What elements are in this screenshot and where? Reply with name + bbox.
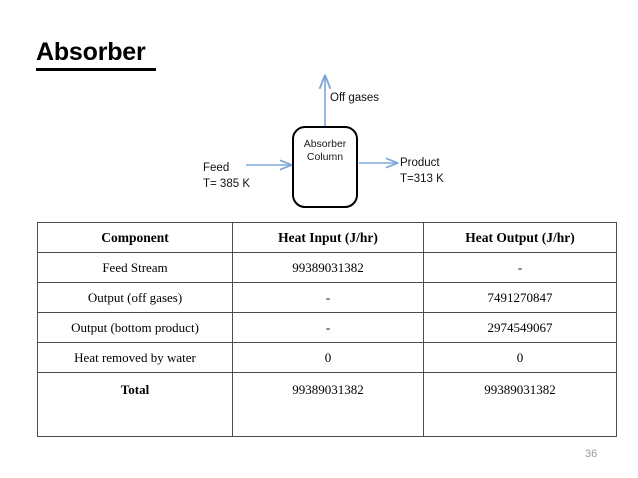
cell-heat-input: 0 xyxy=(232,342,424,373)
title-underline xyxy=(36,68,156,71)
cell-heat-output: - xyxy=(423,252,617,283)
column-header-heat-input: Heat Input (J/hr) xyxy=(232,222,424,253)
cell-total-heat-input: 99389031382 xyxy=(232,372,424,437)
page-number: 36 xyxy=(585,448,598,460)
page-title: Absorber xyxy=(36,38,146,66)
table-header-row: Component Heat Input (J/hr) Heat Output … xyxy=(37,222,617,253)
cell-component: Heat removed by water xyxy=(37,342,233,373)
table-row: Feed Stream 99389031382 - xyxy=(37,252,617,283)
cell-total-label: Total xyxy=(37,372,233,437)
cell-heat-input: - xyxy=(232,312,424,343)
cell-component: Output (off gases) xyxy=(37,282,233,313)
column-header-heat-output: Heat Output (J/hr) xyxy=(423,222,617,253)
cell-heat-input: - xyxy=(232,282,424,313)
energy-balance-table: Component Heat Input (J/hr) Heat Output … xyxy=(37,222,617,437)
absorber-column-label: Absorber Column xyxy=(303,138,347,163)
table-row: Heat removed by water 0 0 xyxy=(37,342,617,373)
column-header-component: Component xyxy=(37,222,233,253)
table-total-row: Total 99389031382 99389031382 xyxy=(37,372,617,437)
product-label: Product T=313 K xyxy=(400,157,444,185)
absorber-column-box: Absorber Column xyxy=(292,126,358,208)
table-row: Output (bottom product) - 2974549067 xyxy=(37,312,617,343)
cell-heat-output: 0 xyxy=(423,342,617,373)
off-gases-label: Off gases xyxy=(330,92,380,104)
cell-heat-output: 7491270847 xyxy=(423,282,617,313)
cell-component: Feed Stream xyxy=(37,252,233,283)
cell-component: Output (bottom product) xyxy=(37,312,233,343)
feed-label: Feed T= 385 K xyxy=(203,162,250,190)
cell-heat-input: 99389031382 xyxy=(232,252,424,283)
cell-total-heat-output: 99389031382 xyxy=(423,372,617,437)
cell-heat-output: 2974549067 xyxy=(423,312,617,343)
table-row: Output (off gases) - 7491270847 xyxy=(37,282,617,313)
process-flow-diagram: Absorber Column Off gases Feed T= 385 K … xyxy=(0,70,638,215)
